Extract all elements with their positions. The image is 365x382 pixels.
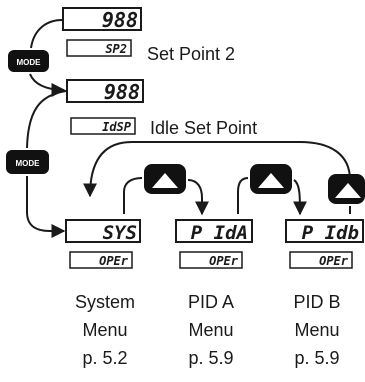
caption-system-page: p. 5.2 xyxy=(82,348,127,368)
display-second-value: 988 xyxy=(66,79,144,104)
menu-pida-display: P IdA OPEr xyxy=(175,219,253,269)
up-arrow-button-icon xyxy=(335,183,361,198)
flow-arrow-icon xyxy=(30,19,63,49)
caption-system-word: Menu xyxy=(82,320,127,340)
display-top-value: 988 xyxy=(62,7,142,32)
display-idle-code: IdSP xyxy=(70,117,136,135)
idle-setpoint-label: Idle Set Point xyxy=(150,118,257,138)
up-arrow-button-3[interactable] xyxy=(328,174,365,204)
flow-arrow-icon xyxy=(26,90,67,149)
flow-arrow-icon xyxy=(292,179,307,216)
up-arrow-button-icon xyxy=(258,173,284,188)
flow-arrow-icon xyxy=(123,177,143,214)
setpoint2-code-text: SP2 xyxy=(105,42,127,56)
caption-pida-name: PID A xyxy=(188,292,234,312)
caption-pidb: PID B Menu p. 5.9 xyxy=(293,292,340,368)
caption-system-name: System xyxy=(75,292,135,312)
caption-pidb-name: PID B xyxy=(293,292,340,312)
flow-arrow-icon xyxy=(26,176,66,238)
idle-code-text: IdSP xyxy=(102,120,132,134)
flow-arrow-icon xyxy=(29,73,66,97)
menu-pidb-display: P Idb OPEr xyxy=(285,219,364,269)
mode-button-1[interactable]: MODE xyxy=(8,50,49,72)
caption-pida-page: p. 5.9 xyxy=(188,348,233,368)
mode-button-2[interactable]: MODE xyxy=(6,150,49,174)
caption-pida-word: Menu xyxy=(188,320,233,340)
caption-pida: PID A Menu p. 5.9 xyxy=(188,292,234,368)
up-arrow-button-1[interactable] xyxy=(144,164,186,194)
menu-system-display: SYS OPEr xyxy=(65,219,141,269)
menu-pida-top-text: P IdA xyxy=(191,222,248,244)
setpoint2-label: Set Point 2 xyxy=(147,44,235,64)
menu-system-bottom-text: OPEr xyxy=(99,254,129,268)
flow-arrow-icon xyxy=(187,179,209,216)
display-second-value-text: 988 xyxy=(104,80,140,104)
flow-arrow-icon xyxy=(237,177,249,214)
mode-button-1-label: MODE xyxy=(17,58,42,67)
display-top-value-text: 988 xyxy=(102,8,138,32)
caption-pidb-page: p. 5.9 xyxy=(294,348,339,368)
menu-pida-bottom-text: OPEr xyxy=(209,254,239,268)
up-arrow-button-2[interactable] xyxy=(250,164,292,194)
menu-pidb-bottom-text: OPEr xyxy=(319,254,349,268)
display-setpoint2-code: SP2 xyxy=(66,39,132,57)
caption-system: System Menu p. 5.2 xyxy=(75,292,135,368)
mode-button-2-label: MODE xyxy=(16,159,41,168)
menu-pidb-top-text: P Idb xyxy=(302,222,359,244)
caption-pidb-word: Menu xyxy=(294,320,339,340)
flow-arrow-icon xyxy=(83,141,351,198)
menu-system-top-text: SYS xyxy=(103,222,137,244)
up-arrow-button-icon xyxy=(152,173,178,188)
